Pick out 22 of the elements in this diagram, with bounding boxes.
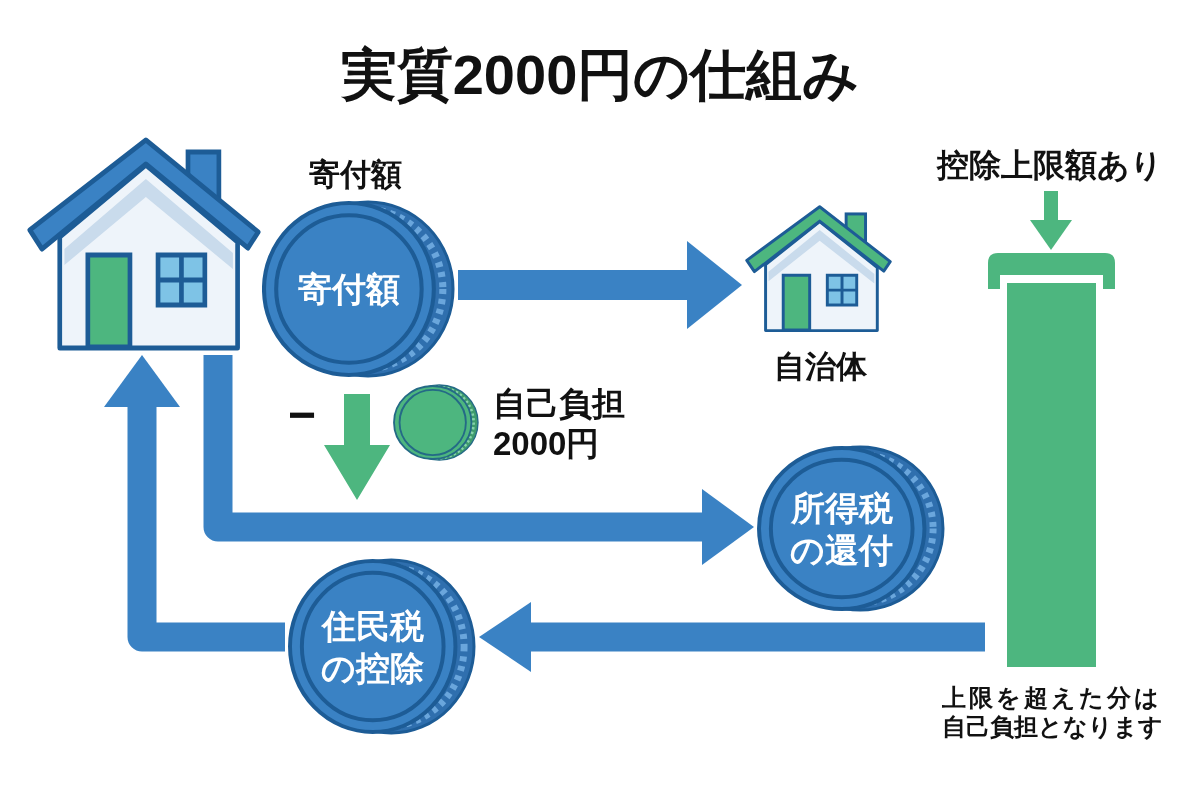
note-text: 上限を超えた分は自己負担となります — [941, 684, 1163, 742]
arrow — [1030, 191, 1072, 250]
coin-label: 所得税の還付 — [789, 487, 895, 571]
coin-label: 住民税の控除 — [320, 605, 426, 689]
note-text: 控除上限額あり — [930, 146, 1170, 188]
caption-text: 自己負担2000円 — [493, 384, 626, 464]
coin — [262, 200, 455, 378]
caption-text: 寄付額 — [307, 156, 403, 194]
coin-label: 寄付額 — [296, 268, 401, 310]
house-illustration — [745, 205, 892, 333]
minus-sign: − — [287, 387, 317, 443]
caption-text: 自治体 — [772, 348, 868, 386]
house-illustration — [27, 137, 261, 352]
coin — [757, 445, 945, 612]
arrow — [479, 602, 985, 672]
limit-bar — [988, 253, 1115, 667]
arrow — [458, 241, 742, 329]
title: 実質2000円の仕組み — [339, 42, 861, 108]
coin — [392, 383, 480, 462]
arrow — [104, 355, 285, 652]
coin — [288, 558, 476, 735]
arrow — [203, 355, 754, 565]
